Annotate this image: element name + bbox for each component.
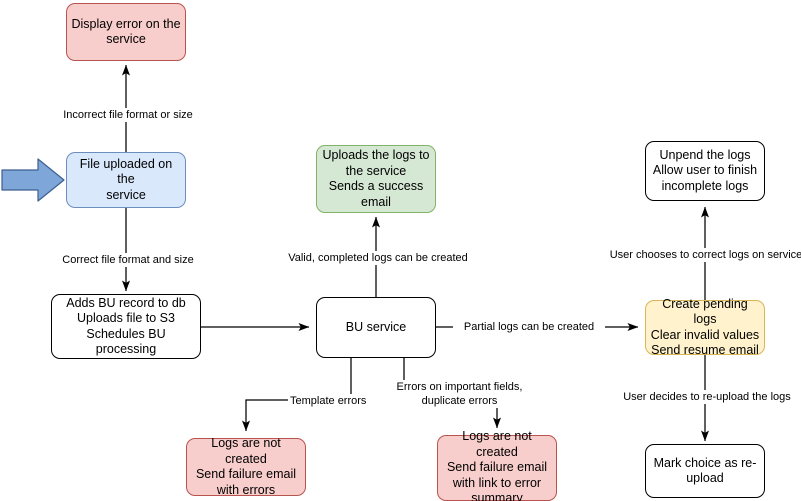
edge-label-correct-file-format: Correct file format and size xyxy=(56,253,200,267)
edge-label-template-errors: Template errors xyxy=(288,394,377,408)
edge-label-incorrect-file-format: Incorrect file format or size xyxy=(56,108,200,122)
node-display-error[interactable]: Display error on the service xyxy=(66,3,186,61)
edge-label-user-corrects-logs: User chooses to correct logs on service xyxy=(607,248,801,262)
node-logs-not-created-errors[interactable]: Logs are not created Send failure email … xyxy=(186,436,306,497)
node-adds-bu-record[interactable]: Adds BU record to db Uploads file to S3 … xyxy=(51,294,201,359)
node-unpend-logs[interactable]: Unpend the logs Allow user to finish inc… xyxy=(645,141,765,201)
edge-label-valid-completed-logs: Valid, completed logs can be created xyxy=(281,251,475,265)
node-create-pending-logs[interactable]: Create pending logs Clear invalid values… xyxy=(645,297,765,357)
edge-label-user-reuploads-logs: User decides to re-upload the logs xyxy=(619,390,795,404)
node-uploads-logs[interactable]: Uploads the logs to the service Sends a … xyxy=(316,145,436,213)
edge-label-errors-important-fields: Errors on important fields, duplicate er… xyxy=(390,380,529,408)
entry-arrow xyxy=(1,158,65,202)
node-file-uploaded[interactable]: File uploaded on the service xyxy=(66,152,186,208)
edge-label-partial-logs: Partial logs can be created xyxy=(453,320,605,334)
node-bu-service[interactable]: BU service xyxy=(316,297,436,358)
node-mark-choice-reupload[interactable]: Mark choice as re- upload xyxy=(645,444,765,498)
node-logs-not-created-summary[interactable]: Logs are not created Send failure email … xyxy=(437,429,557,501)
